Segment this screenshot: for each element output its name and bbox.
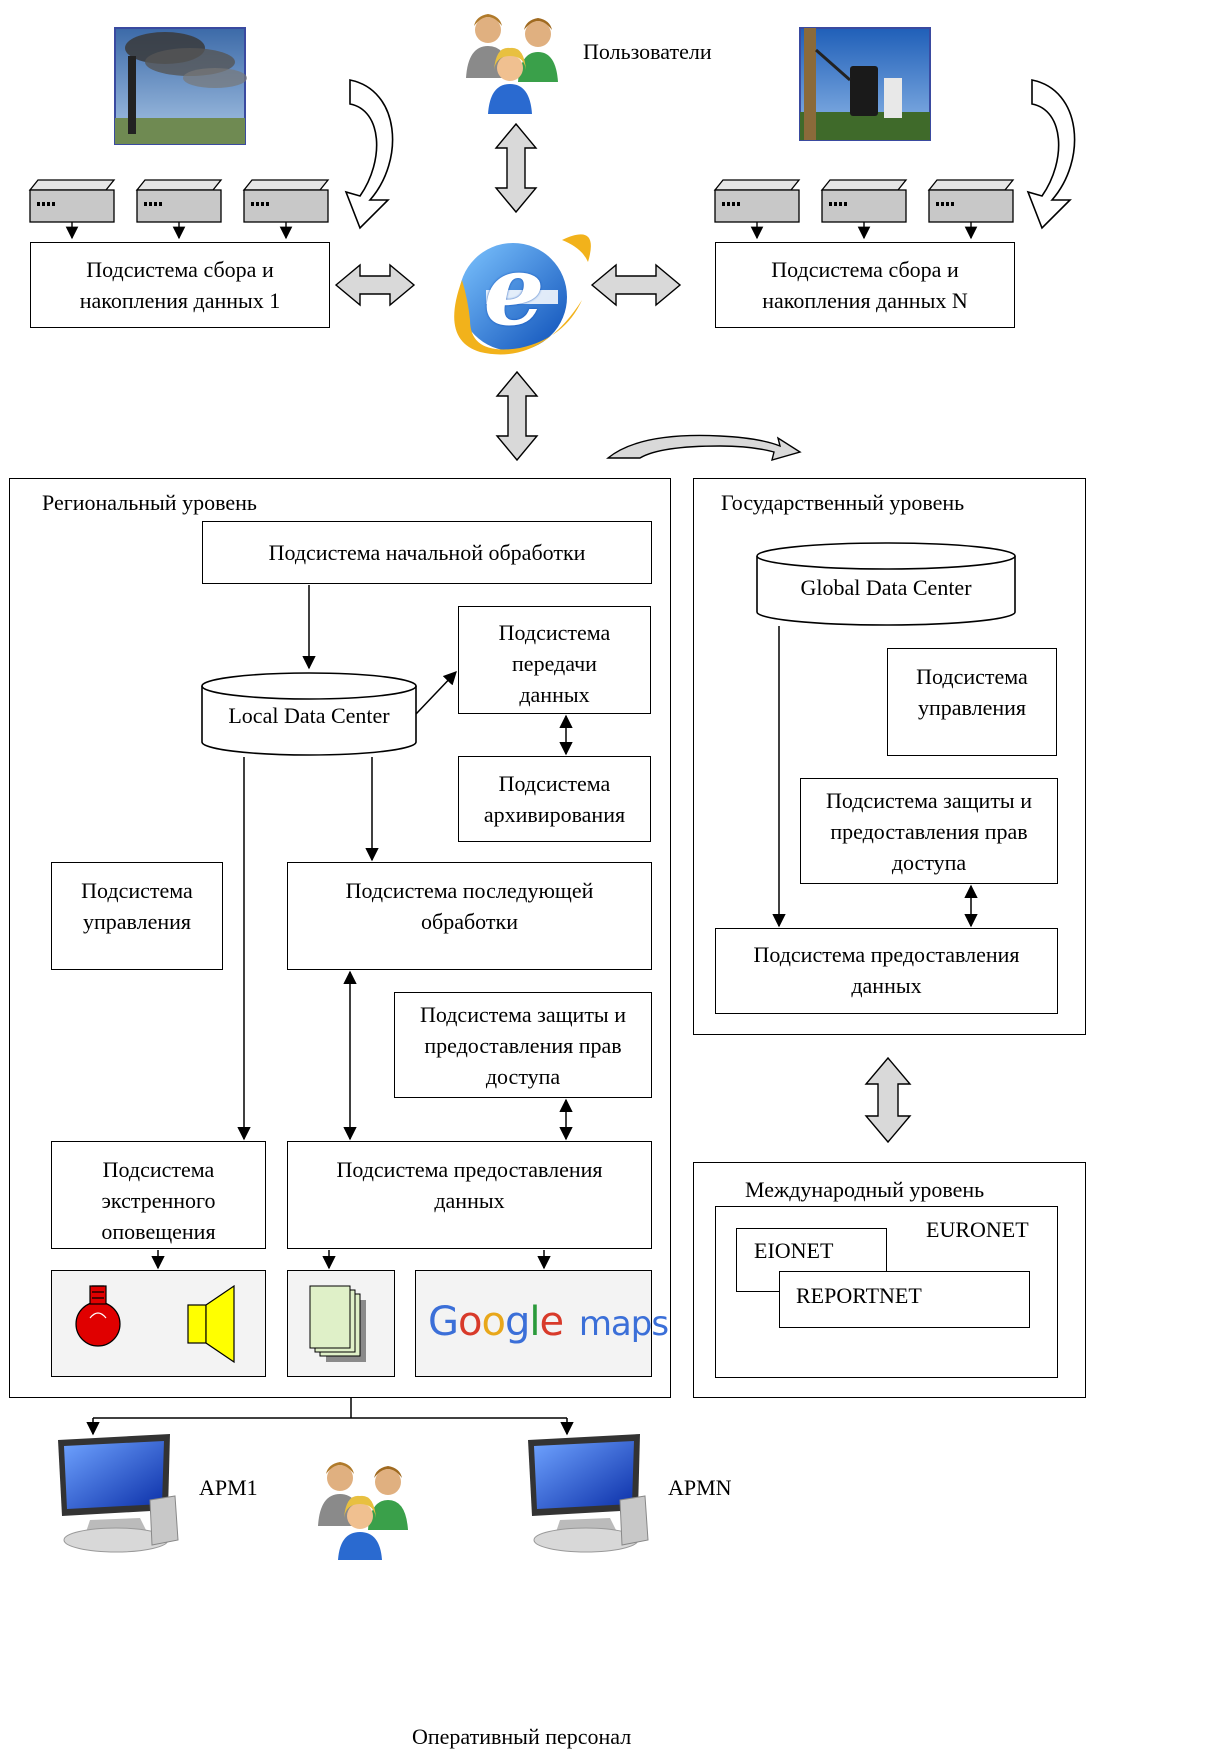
- collection-subsystem-1[interactable]: Подсистема сбора и накопления данных 1: [30, 242, 330, 328]
- documents-panel: [287, 1270, 395, 1377]
- users-icon: [466, 14, 558, 114]
- emergency-alert-label: Подсистема экстренного оповещения: [101, 1157, 216, 1244]
- state-data-provision-subsystem[interactable]: Подсистема предоставления данных: [715, 928, 1058, 1014]
- weather-station-photo: [799, 27, 931, 141]
- euronet-label: EURONET: [926, 1217, 1029, 1242]
- google-maps-panel[interactable]: [415, 1270, 652, 1377]
- sensor-devices-right: [713, 179, 1015, 240]
- state-protection-label: Подсистема защиты и предоставления прав …: [825, 787, 1032, 875]
- regional-management-subsystem[interactable]: Подсистема управления: [51, 862, 223, 970]
- users-label: Пользователи: [583, 39, 712, 64]
- internet-explorer-letter-icon: e: [483, 234, 545, 347]
- state-management-subsystem[interactable]: Подсистема управления: [887, 648, 1057, 756]
- factory-chimney-photo: [114, 27, 247, 145]
- google-letter-g1: G: [428, 1299, 459, 1345]
- sensor-devices-left: [28, 179, 330, 240]
- reportnet-box[interactable]: [779, 1271, 1030, 1328]
- global-data-center-label: Global Data Center: [800, 575, 972, 600]
- operational-staff-label: Оперативный персонал: [412, 1724, 632, 1749]
- data-transfer-label: Подсистема передачи данных: [498, 620, 611, 707]
- google-maps-word: maps: [578, 1304, 669, 1344]
- collection-subsystem-n[interactable]: Подсистема сбора и накопления данных N: [715, 242, 1015, 328]
- post-processing-label: Подсистема последующей обработки: [345, 878, 594, 934]
- state-level-title: Государственный уровень: [721, 490, 965, 515]
- state-management-label: Подсистема управления: [916, 664, 1028, 720]
- google-letter-e: e: [539, 1299, 564, 1345]
- curved-arrow-left: [344, 79, 394, 230]
- google-letter-o1: o: [458, 1299, 483, 1345]
- international-level-title: Международный уровень: [745, 1177, 985, 1202]
- archiving-subsystem[interactable]: Подсистема архивирования: [458, 756, 651, 842]
- regional-protection-label: Подсистема защиты и предоставления прав …: [419, 1001, 626, 1089]
- google-letter-g2: g: [504, 1299, 530, 1345]
- regional-protection-subsystem[interactable]: Подсистема защиты и предоставления прав …: [394, 992, 652, 1098]
- regional-data-provision-label: Подсистема предоставления данных: [336, 1157, 603, 1213]
- emergency-alert-subsystem[interactable]: Подсистема экстренного оповещения: [51, 1141, 266, 1249]
- google-maps-logo: Google maps: [428, 1299, 669, 1345]
- eionet-label: EIONET: [754, 1238, 834, 1263]
- archiving-label: Подсистема архивирования: [483, 771, 626, 827]
- state-protection-subsystem[interactable]: Подсистема защиты и предоставления прав …: [800, 778, 1058, 884]
- state-data-provision-label: Подсистема предоставления данных: [753, 942, 1020, 998]
- curved-arrow-right: [1026, 79, 1076, 230]
- local-data-center-label: Local Data Center: [228, 703, 390, 728]
- users-ie-block-arrow: [494, 122, 538, 214]
- collect1-ie-block-arrow: [334, 263, 416, 307]
- google-letter-o2: o: [481, 1299, 506, 1345]
- operational-staff-icon: [318, 1462, 408, 1560]
- data-transfer-subsystem[interactable]: Подсистема передачи данных: [458, 606, 651, 714]
- collection-subsystem-n-label: Подсистема сбора и накопления данных N: [762, 257, 968, 313]
- collectn-ie-block-arrow: [590, 263, 682, 307]
- workstation-n-computer-icon: [528, 1434, 649, 1553]
- collection-subsystem-1-label: Подсистема сбора и накопления данных 1: [79, 257, 281, 313]
- ie-regional-block-arrow: [495, 370, 539, 462]
- reportnet-label: REPORTNET: [796, 1283, 922, 1308]
- google-letter-l: l: [529, 1299, 540, 1345]
- regional-level-title: Региональный уровень: [42, 490, 257, 515]
- workstation-n-label: АРМN: [668, 1475, 732, 1500]
- workstation-1-label: АРМ1: [199, 1475, 258, 1500]
- initial-processing-label: Подсистема начальной обработки: [268, 540, 586, 565]
- regional-management-label: Подсистема управления: [81, 878, 193, 934]
- state-international-block-arrow: [864, 1056, 912, 1144]
- alert-devices-panel: [51, 1270, 266, 1377]
- workstation-1-computer-icon: [58, 1434, 179, 1553]
- post-processing-subsystem[interactable]: Подсистема последующей обработки: [287, 862, 652, 970]
- regional-data-provision-subsystem[interactable]: Подсистема предоставления данных: [287, 1141, 652, 1249]
- regional-state-curved-arrow: [606, 434, 802, 462]
- initial-processing-subsystem[interactable]: Подсистема начальной обработки: [202, 521, 652, 584]
